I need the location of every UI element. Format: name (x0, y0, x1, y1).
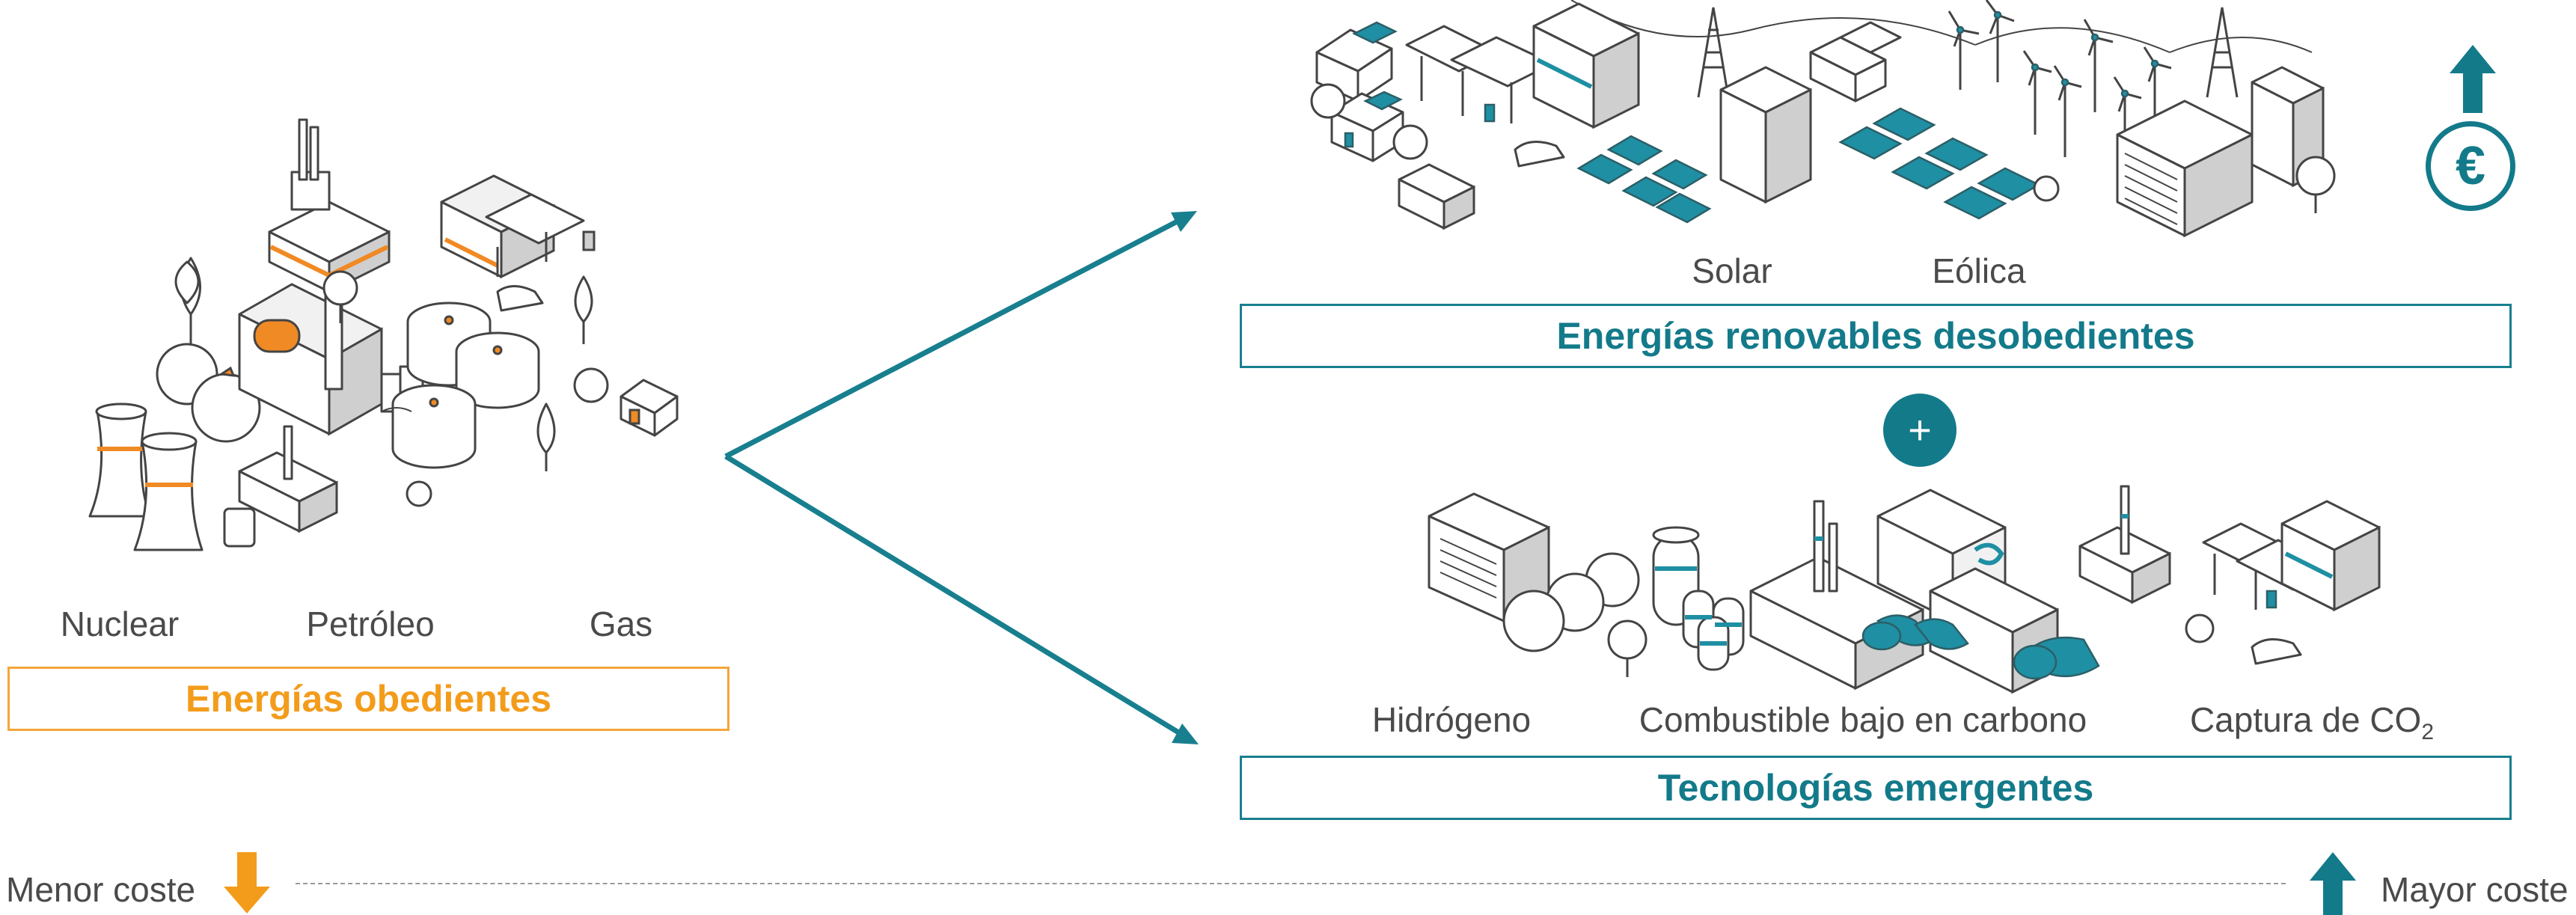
label-combustible: Combustible bajo en carbono (1639, 700, 2087, 739)
data-center-icon (2116, 66, 2336, 238)
euro-symbol: € (2455, 136, 2486, 196)
renewable-energies-title: Energías renovables desobedientes (1556, 315, 2195, 357)
low-cost-label: Menor coste (6, 870, 196, 909)
co2-subscript: 2 (2421, 720, 2435, 745)
charging-station-icon (1398, 2, 1640, 230)
solar-house-icon (1310, 21, 1428, 162)
renewable-energies-box: Energías renovables desobedientes (1240, 304, 2512, 368)
renewable-energy-illustration (1310, 0, 2336, 238)
wind-turbine-icon (1948, 0, 2172, 165)
cost-down-arrow-icon (224, 852, 270, 914)
label-gas: Gas (589, 605, 653, 643)
emerging-technologies-title: Tecnologías emergentes (1657, 767, 2094, 809)
cost-scale-line (296, 883, 2286, 884)
obedient-energies-box: Energías obedientes (7, 667, 729, 731)
label-captura-co2: Captura de CO2 (2173, 700, 2450, 745)
hydrogen-icon (1428, 492, 1648, 677)
arrow-to-renewables (724, 214, 1187, 459)
emerging-technologies-box: Tecnologías emergentes (1240, 756, 2512, 820)
emerging-technologies-illustration (1428, 485, 2381, 694)
plus-symbol: + (1908, 408, 1932, 453)
label-nuclear: Nuclear (60, 605, 180, 643)
obedient-energies-title: Energías obedientes (185, 678, 552, 720)
cost-up-arrow-icon (2450, 45, 2496, 113)
label-hidrogeno: Hidrógeno (1371, 700, 1532, 739)
co2-capture-icon (2078, 485, 2381, 665)
branch-arrows (724, 211, 1199, 744)
house-icon (619, 379, 679, 437)
conventional-energy-illustration (88, 118, 679, 551)
power-pylon-icon (1697, 7, 2239, 98)
label-eolica: Eólica (1932, 251, 2026, 290)
euro-icon: € (2426, 121, 2515, 211)
label-petroleo: Petróleo (306, 605, 435, 643)
low-carbon-fuel-icon (1652, 489, 2100, 694)
arrow-to-emerging (724, 454, 1187, 739)
oil-tower-icon (268, 118, 391, 294)
gas-tank-icon (391, 302, 540, 469)
solar-panel-icon (1576, 135, 1712, 224)
capture-text: Captura de CO (2189, 700, 2422, 739)
plus-badge: + (1883, 394, 1957, 467)
label-solar: Solar (1692, 251, 1772, 290)
high-cost-label: Mayor coste (2381, 870, 2569, 909)
cost-up-arrow-small-icon (2310, 852, 2356, 915)
cooling-tower-icon (88, 403, 204, 551)
gas-station-icon (440, 174, 596, 312)
